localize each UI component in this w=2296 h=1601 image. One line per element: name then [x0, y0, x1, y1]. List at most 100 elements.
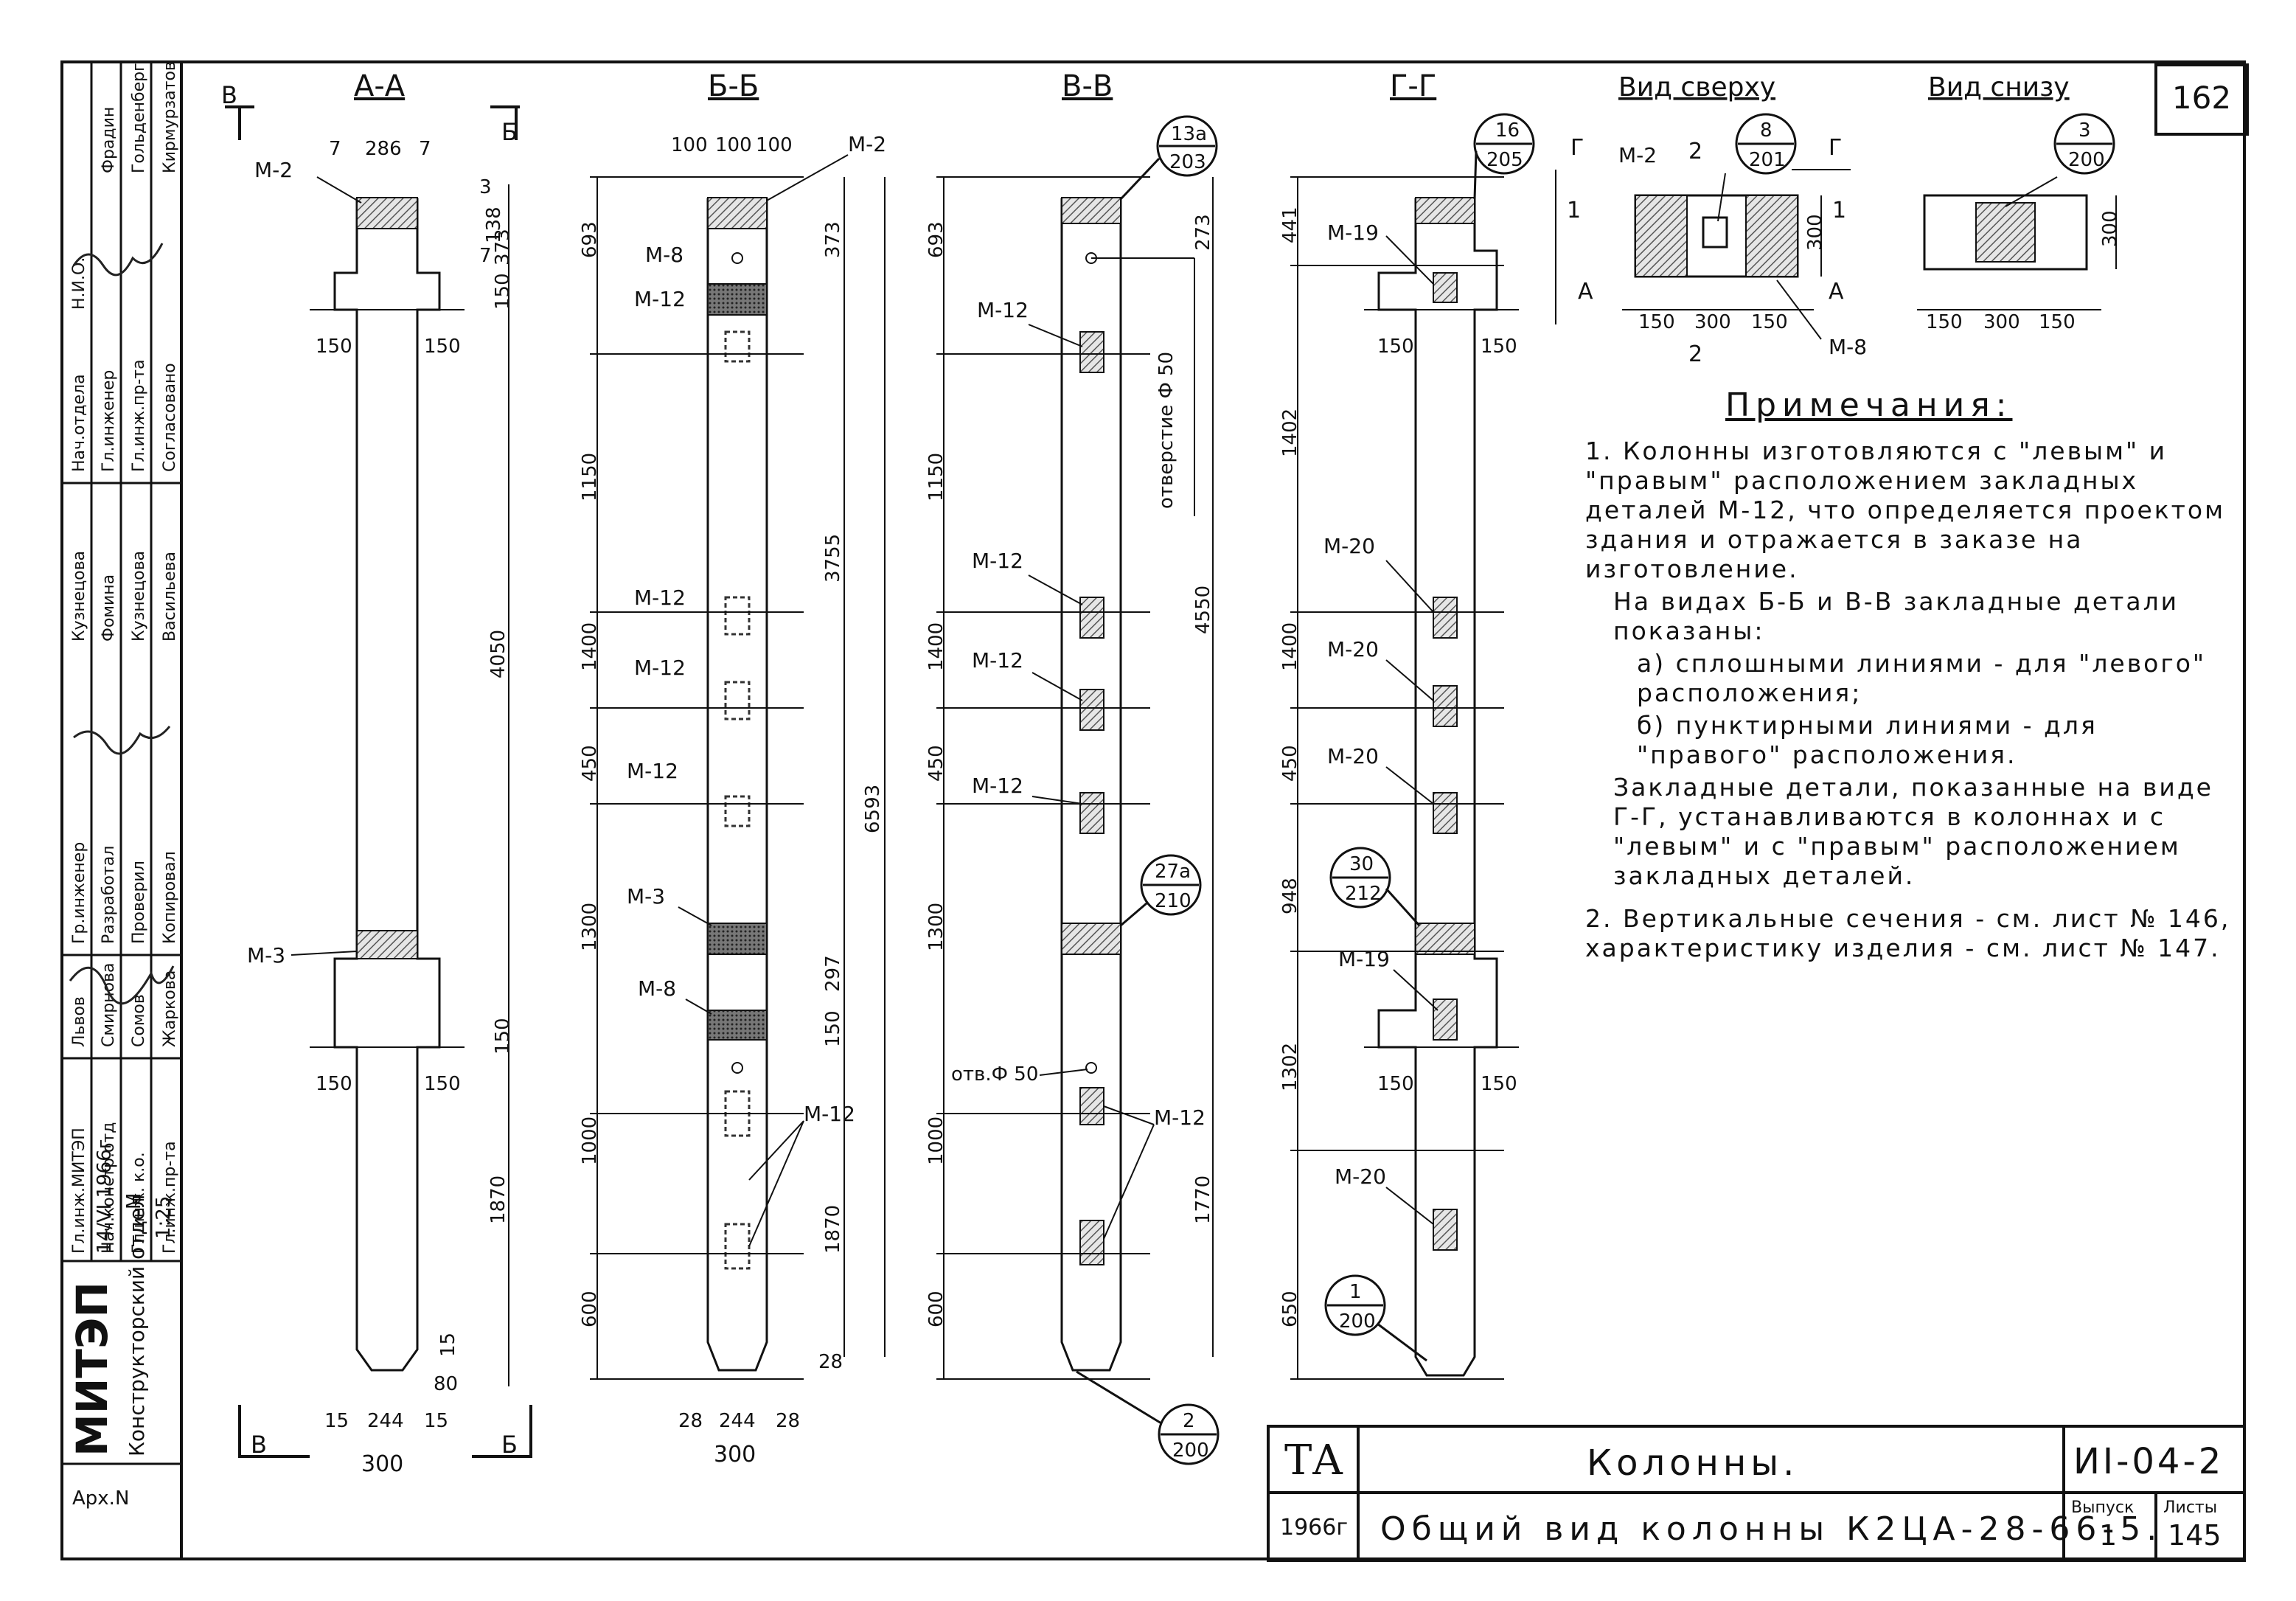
column-gg-outline [1377, 198, 1498, 1377]
svg-text:1870: 1870 [487, 1175, 509, 1224]
callout-16 [1473, 113, 1535, 200]
svg-text:373: 373 [822, 221, 844, 258]
svg-text:Сомов: Сомов [130, 994, 148, 1047]
svg-text:3755: 3755 [822, 534, 844, 583]
dims-bb: 100 100 100 693 373 1150 3755 1400 450 6… [579, 134, 884, 1468]
svg-text:150: 150 [2039, 311, 2076, 333]
svg-text:Нач.констр.отд: Нач.констр.отд [100, 1122, 118, 1254]
svg-text:7: 7 [419, 138, 431, 160]
tb-code: ИI-04-2 [2073, 1441, 2224, 1482]
embedded-m12-vv [1079, 331, 1104, 1265]
svg-text:948: 948 [1279, 878, 1301, 914]
tb-issue: 1 [2099, 1519, 2118, 1552]
svg-text:Львов: Львов [70, 996, 88, 1047]
callout-27a [1120, 854, 1202, 927]
sheet-frame [60, 60, 2246, 1560]
stamp-org: МИТЭП [67, 1282, 117, 1456]
svg-text:1870: 1870 [822, 1205, 844, 1254]
svg-text:Гл.инж.МИТЭП: Гл.инж.МИТЭП [70, 1128, 88, 1254]
svg-text:Н.И.О.: Н.И.О. [70, 257, 88, 310]
svg-text:150: 150 [316, 1073, 352, 1095]
svg-text:150: 150 [1751, 311, 1788, 333]
svg-text:Нач.отдела: Нач.отдела [70, 374, 88, 472]
svg-text:В: В [221, 81, 237, 109]
svg-text:244: 244 [719, 1410, 756, 1432]
svg-text:М-12: М-12 [972, 774, 1023, 798]
ext-lines-bb [590, 176, 886, 1380]
svg-text:Кузнецова: Кузнецова [130, 551, 148, 642]
svg-text:Г: Г [1570, 135, 1584, 161]
svg-text:150: 150 [1481, 336, 1517, 358]
stamp-date: 14/VI 1966г [94, 1139, 116, 1254]
svg-text:Кузнецова: Кузнецова [70, 551, 88, 642]
svg-text:150: 150 [1377, 1073, 1414, 1095]
svg-text:1400: 1400 [579, 622, 601, 671]
svg-text:7: 7 [479, 245, 492, 267]
svg-text:150: 150 [1638, 311, 1675, 333]
embedded-m20 [1433, 272, 1458, 1251]
svg-text:3: 3 [479, 176, 492, 198]
svg-text:1302: 1302 [1279, 1043, 1301, 1091]
svg-text:Согласовано: Согласовано [161, 363, 179, 472]
tb-org-mark: ТА [1284, 1437, 1343, 1484]
view-bottom: Вид снизу 3 200 300 150 300 150 [1917, 72, 2121, 333]
tb-hline-1 [1270, 1491, 2243, 1494]
view-bb-title: Б-Б [708, 69, 759, 103]
signature-scribbles [69, 243, 175, 1005]
svg-text:16: 16 [1495, 119, 1520, 142]
svg-text:Б: Б [501, 1431, 518, 1459]
svg-text:М-3: М-3 [247, 943, 285, 968]
svg-text:Смирнова: Смирнова [100, 962, 118, 1047]
svg-text:100: 100 [671, 134, 708, 156]
notes-block: Примечания: 1. Колонны изготовляются с "… [1585, 389, 2249, 966]
dims-vv: 273 693 1150 4550 1400 450 1300 1000 177… [925, 214, 1214, 1327]
callout-3 [2053, 113, 2115, 175]
svg-text:М-12: М-12 [634, 656, 686, 680]
svg-text:200: 200 [1172, 1439, 1209, 1462]
view-vv: В-В М-12 М-1 [925, 69, 1220, 1465]
svg-text:1400: 1400 [1279, 622, 1301, 671]
svg-text:693: 693 [579, 221, 601, 258]
note-1: 1. Колонны изготовляются с "левым" и "пр… [1585, 437, 2225, 583]
svg-text:Гр.инженер: Гр.инженер [70, 842, 88, 944]
tb-title: Колонны. [1587, 1442, 1799, 1484]
svg-text:300: 300 [1804, 214, 1826, 251]
svg-text:Васильева: Васильева [161, 552, 179, 642]
svg-text:Б: Б [501, 118, 518, 146]
view-top: Вид сверху М-2 М-8 Г Г А А 2 2 1 1 8 201… [1555, 72, 1867, 367]
callout-8 [1735, 113, 1797, 175]
svg-text:1: 1 [1832, 198, 1846, 223]
svg-text:150: 150 [424, 1073, 461, 1095]
svg-text:М-12: М-12 [1154, 1105, 1206, 1130]
page-number-box: 162 [2154, 63, 2249, 136]
svg-text:М-12: М-12 [972, 549, 1023, 573]
callout-1 [1324, 1274, 1427, 1362]
svg-text:600: 600 [579, 1291, 601, 1327]
svg-text:300: 300 [361, 1451, 403, 1477]
svg-text:13а: 13а [1171, 123, 1207, 145]
svg-text:М-2: М-2 [848, 132, 886, 156]
svg-text:Гл.инженер: Гл.инженер [100, 370, 118, 472]
svg-text:2: 2 [1688, 341, 1702, 367]
band-m3-aa [356, 930, 418, 959]
svg-text:27а: 27а [1155, 861, 1191, 883]
tb-year: 1966г [1280, 1515, 1349, 1541]
svg-text:4550: 4550 [1192, 586, 1214, 634]
svg-text:441: 441 [1279, 206, 1301, 243]
svg-text:80: 80 [434, 1373, 458, 1395]
svg-text:М-20: М-20 [1327, 744, 1379, 768]
dims-gg: 441 1402 1400 450 948 1302 650 150 150 1… [1279, 206, 1517, 1327]
svg-text:150: 150 [1377, 336, 1414, 358]
svg-text:2: 2 [1183, 1410, 1195, 1432]
svg-text:150: 150 [492, 273, 514, 310]
svg-text:Разработал: Разработал [100, 846, 118, 944]
svg-text:1: 1 [1349, 1281, 1362, 1303]
svg-text:М-12: М-12 [972, 648, 1023, 673]
stamp-names: Фрадин Гольденберг Кирмурзатов Кузнецова… [70, 61, 179, 1047]
svg-text:205: 205 [1486, 149, 1523, 171]
svg-text:1300: 1300 [925, 903, 947, 951]
embedded-m12-bb [724, 330, 751, 1270]
view-gg-title: Г-Г [1390, 69, 1436, 103]
svg-text:М-2: М-2 [254, 158, 293, 182]
svg-text:693: 693 [925, 221, 947, 258]
